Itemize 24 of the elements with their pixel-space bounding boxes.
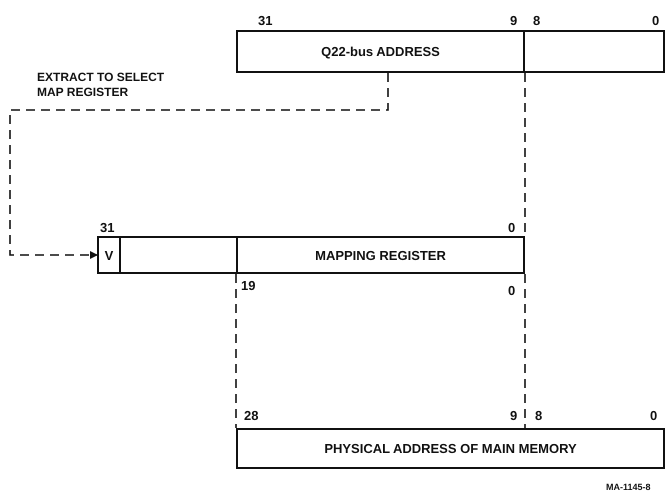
field-label: V	[104, 248, 114, 262]
bit-number: 8	[535, 408, 542, 423]
bit-number: 31	[100, 220, 114, 235]
bit-number: 0	[508, 220, 516, 235]
arrow	[9, 73, 389, 259]
register-field	[236, 428, 665, 469]
bit-number: 28	[244, 408, 258, 423]
bit-number: 8	[533, 13, 540, 28]
register-field	[236, 30, 525, 73]
register-field	[97, 236, 121, 274]
field-label: MAPPING REGISTER	[315, 248, 446, 262]
register-field	[236, 236, 525, 274]
field-label: Q22-bus ADDRESS	[321, 44, 440, 59]
bit-number: 0	[652, 13, 660, 28]
bit-number: 9	[510, 13, 518, 28]
bit-number: 0	[650, 408, 658, 423]
field-label: PHYSICAL ADDRESS OF MAIN MEMORY	[324, 441, 577, 456]
guide-line	[524, 274, 526, 428]
figure-number: MA-1145-8	[606, 482, 651, 492]
bit-number: 9	[510, 408, 518, 423]
bit-number: 31	[258, 13, 272, 28]
bit-number: 0	[508, 283, 516, 298]
guide-line	[235, 274, 237, 428]
bit-number: 19	[241, 278, 256, 293]
